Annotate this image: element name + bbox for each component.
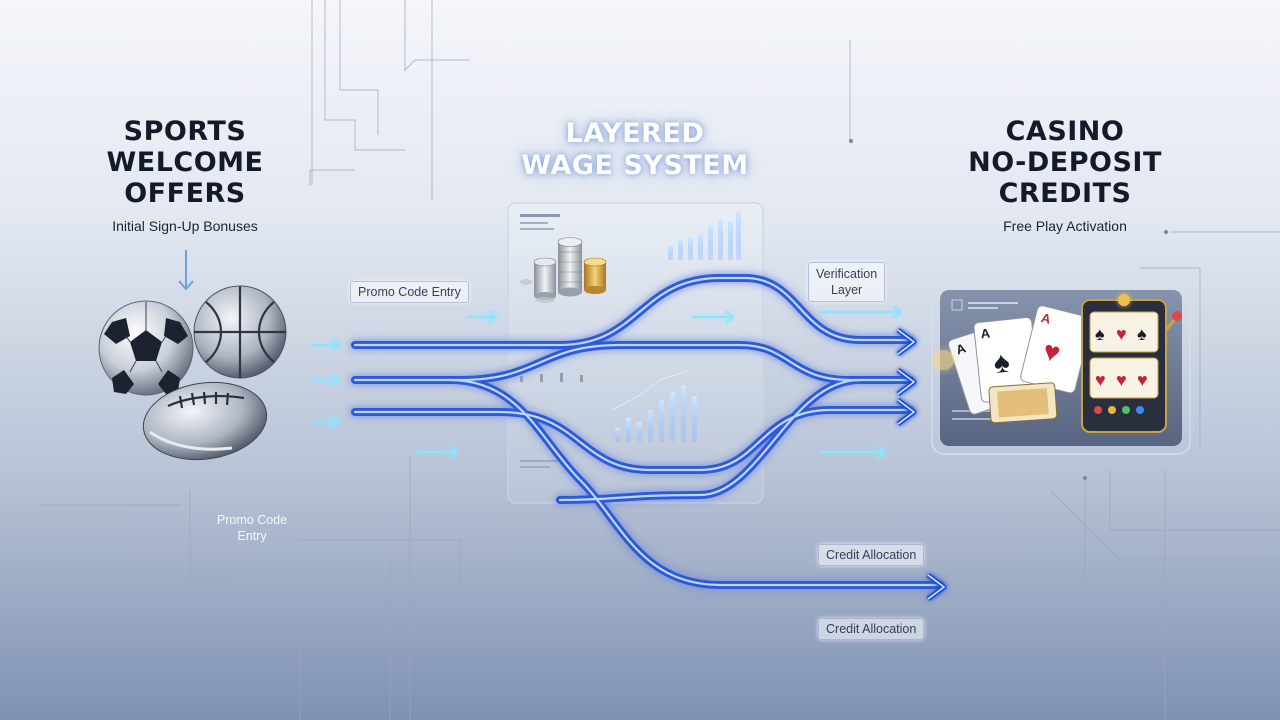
sports-subtitle: Initial Sign-Up Bonuses	[112, 218, 258, 234]
svg-text:♠: ♠	[992, 346, 1011, 380]
sports-welcome-offers-title: SPORTS WELCOME OFFERS	[106, 116, 264, 209]
verification-layer-label: Verification Layer	[808, 262, 886, 302]
promo-code-entry-bottom-label: Promo Code Entry	[216, 513, 288, 543]
playing-cards-icon: A ♠ A ♠ A ♥	[947, 305, 1093, 424]
svg-text:♥: ♥	[1040, 335, 1064, 369]
svg-text:A: A	[1040, 310, 1053, 327]
casino-no-deposit-credits-title: CASINO NO-DEPOSIT CREDITS	[968, 116, 1162, 209]
down-arrow-icon	[178, 250, 194, 291]
svg-text:♥: ♥	[1095, 370, 1106, 390]
american-football-icon	[142, 381, 268, 461]
svg-text:♥: ♥	[1116, 370, 1127, 390]
guide-arrows	[312, 305, 903, 459]
basketball-icon	[193, 285, 287, 379]
credit-allocation-label-2: Credit Allocation	[818, 618, 925, 640]
svg-text:♠: ♠	[1095, 324, 1105, 344]
promo-code-entry-label: Promo Code Entry	[350, 281, 469, 303]
bar-chart-icon	[611, 212, 741, 442]
credit-allocation-label-1: Credit Allocation	[818, 544, 925, 566]
center-panel-details	[520, 214, 583, 468]
layered-wage-system-title: LAYERED WAGE SYSTEM	[521, 118, 749, 181]
slot-machine-icon: ♠ ♥ ♠ ♥ ♥ ♥	[1081, 294, 1182, 433]
coin-stack-icon	[520, 237, 607, 303]
flow-arrows	[351, 274, 944, 589]
svg-text:♠: ♠	[1137, 324, 1147, 344]
svg-text:♥: ♥	[1137, 370, 1148, 390]
center-dashboard-panel	[507, 202, 764, 504]
svg-text:♥: ♥	[1116, 324, 1127, 344]
soccer-ball-icon	[98, 300, 194, 396]
casino-subtitle: Free Play Activation	[1003, 218, 1127, 234]
svg-text:A: A	[980, 325, 992, 341]
